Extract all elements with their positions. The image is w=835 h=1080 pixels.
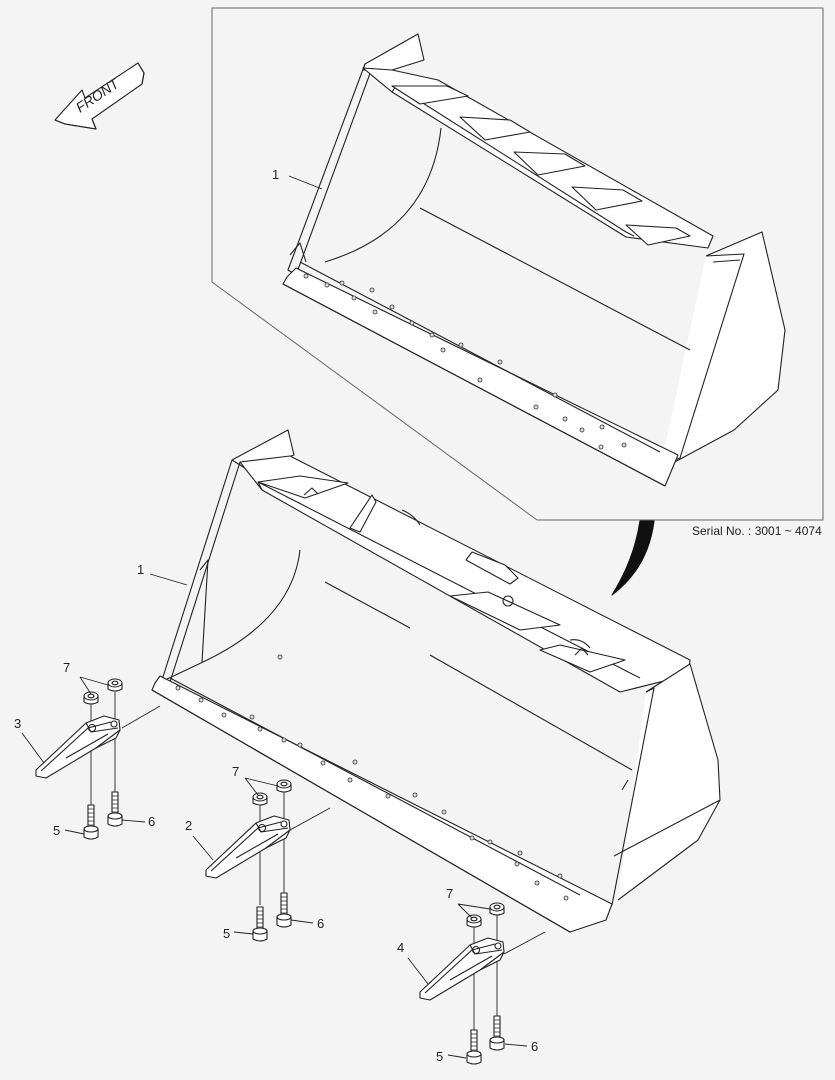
tooth-assembly-right <box>407 902 546 1065</box>
inset-bucket <box>282 33 786 487</box>
transition-arrow-icon <box>611 520 655 596</box>
callout-2: 2 <box>185 818 193 833</box>
callout-1-main: 1 <box>137 562 145 577</box>
callout-5-right: 5 <box>436 1049 444 1064</box>
callout-5-center: 5 <box>223 926 231 941</box>
callout-5-left: 5 <box>53 823 61 838</box>
tooth-assembly-left <box>21 676 161 840</box>
callout-7-center: 7 <box>232 764 240 779</box>
callout-6-center: 6 <box>317 916 325 931</box>
inset-frame <box>211 7 824 521</box>
tooth-assembly-center <box>192 777 331 942</box>
callout-4: 4 <box>397 940 405 955</box>
callout-6-right: 6 <box>531 1039 539 1054</box>
callout-7-right: 7 <box>446 886 454 901</box>
front-direction-arrow-icon <box>54 62 145 130</box>
callout-7-left: 7 <box>63 660 71 675</box>
callout-1-inset: 1 <box>272 167 280 182</box>
serial-number-note: Serial No. : 3001 ~ 4074 <box>692 524 822 538</box>
main-bucket <box>151 429 721 933</box>
callout-6-left: 6 <box>148 814 156 829</box>
callout-3: 3 <box>14 716 22 731</box>
